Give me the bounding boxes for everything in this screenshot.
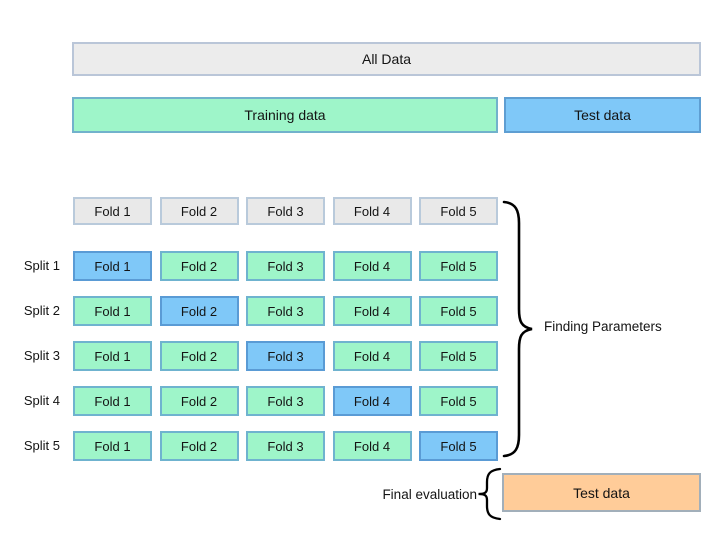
fold-cell-train: Fold 4 (332, 296, 412, 326)
final-evaluation-label: Final evaluation (382, 487, 477, 502)
fold-cell-train: Fold 5 (419, 341, 498, 371)
fold-cell-train: Fold 3 (246, 386, 325, 416)
fold-cell-train: Fold 2 (159, 386, 239, 416)
fold-cell-train: Fold 4 (332, 251, 412, 281)
training-data-label: Training data (244, 107, 326, 123)
fold-header: Fold 3 (246, 197, 325, 225)
fold-header: Fold 1 (73, 197, 152, 225)
split-row: Fold 1 Fold 2 Fold 3 Fold 4 Fold 5 (73, 431, 498, 461)
test-data-bar: Test data (504, 97, 701, 133)
fold-cell-train: Fold 1 (73, 296, 152, 326)
fold-header: Fold 2 (159, 197, 239, 225)
fold-header-row: Fold 1 Fold 2 Fold 3 Fold 4 Fold 5 (73, 197, 498, 225)
fold-cell-train: Fold 5 (419, 251, 498, 281)
split-row: Fold 1 Fold 2 Fold 3 Fold 4 Fold 5 (73, 386, 498, 416)
fold-cell-train: Fold 2 (159, 251, 239, 281)
fold-cell-train: Fold 3 (246, 251, 325, 281)
fold-cell-train: Fold 4 (332, 431, 412, 461)
fold-cell-test: Fold 2 (159, 296, 239, 326)
split-row: Fold 1 Fold 2 Fold 3 Fold 4 Fold 5 (73, 296, 498, 326)
split-label: Split 4 (23, 393, 60, 408)
fold-cell-train: Fold 2 (159, 431, 239, 461)
fold-cell-train: Fold 5 (419, 386, 498, 416)
fold-cell-train: Fold 2 (159, 341, 239, 371)
final-test-data-label: Test data (573, 484, 630, 501)
fold-cell-test: Fold 3 (246, 341, 325, 371)
curly-brace-right-icon (502, 200, 533, 458)
fold-header: Fold 5 (419, 197, 498, 225)
fold-cell-test: Fold 5 (419, 431, 498, 461)
fold-cell-train: Fold 3 (246, 296, 325, 326)
all-data-bar: All Data (72, 42, 701, 76)
final-test-data-box: Test data (502, 473, 701, 512)
all-data-label: All Data (361, 51, 412, 67)
fold-cell-train: Fold 4 (332, 341, 412, 371)
fold-cell-train: Fold 1 (73, 386, 152, 416)
split-label: Split 1 (23, 258, 60, 273)
fold-cell-train: Fold 5 (419, 296, 498, 326)
fold-cell-test: Fold 4 (332, 386, 412, 416)
finding-parameters-label: Finding Parameters (544, 319, 662, 334)
training-data-bar: Training data (72, 97, 498, 133)
split-row: Fold 1 Fold 2 Fold 3 Fold 4 Fold 5 (73, 341, 498, 371)
split-label: Split 2 (23, 303, 60, 318)
split-label: Split 3 (23, 348, 60, 363)
curly-brace-left-icon (478, 467, 502, 521)
fold-cell-test: Fold 1 (73, 251, 152, 281)
split-row: Fold 1 Fold 2 Fold 3 Fold 4 Fold 5 (73, 251, 498, 281)
fold-cell-train: Fold 3 (246, 431, 325, 461)
fold-cell-train: Fold 1 (73, 431, 152, 461)
fold-cell-train: Fold 1 (73, 341, 152, 371)
fold-header: Fold 4 (332, 197, 412, 225)
split-label: Split 5 (23, 438, 60, 453)
test-data-label: Test data (574, 107, 631, 123)
